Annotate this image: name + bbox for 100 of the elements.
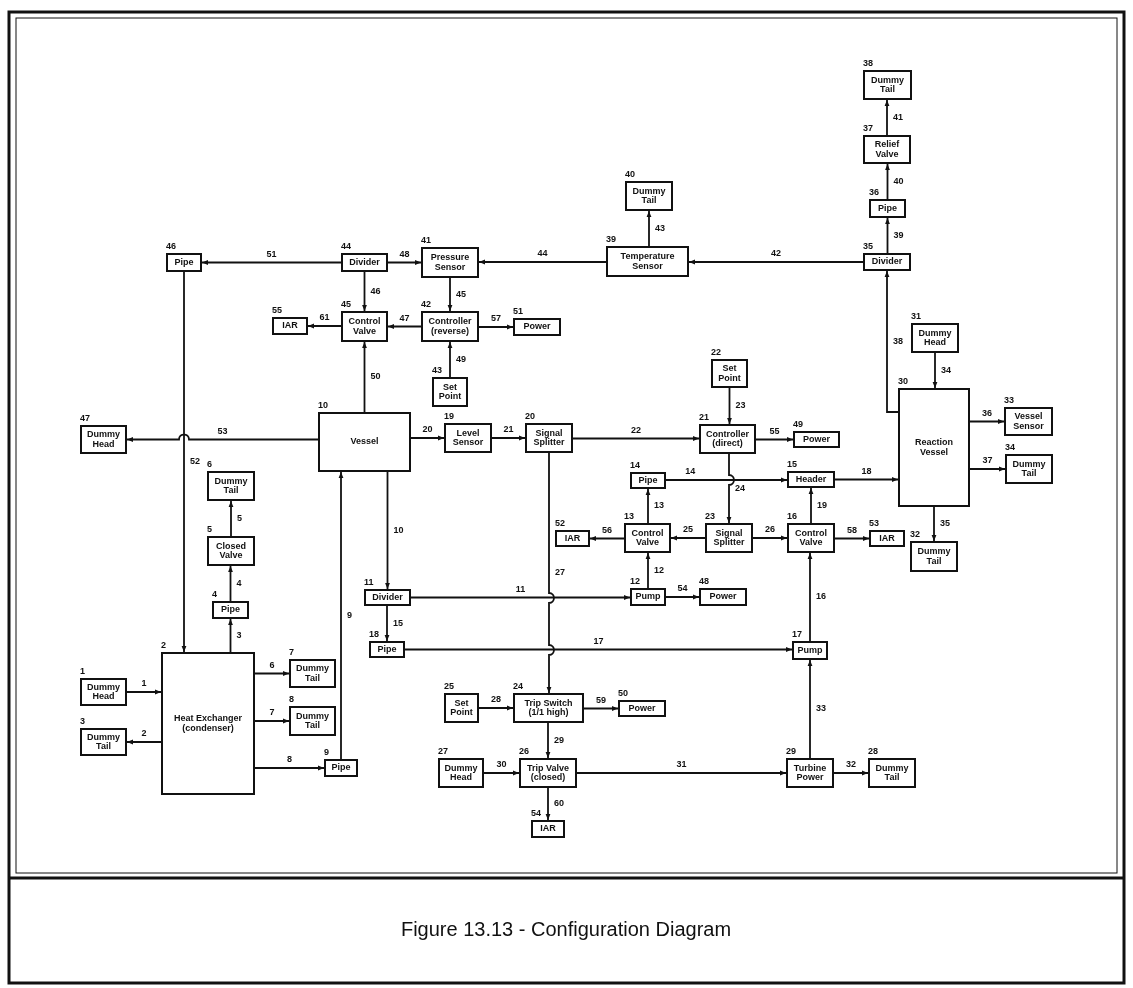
edge-label: 38 bbox=[892, 336, 904, 346]
node-number: 50 bbox=[618, 689, 628, 698]
node-number: 30 bbox=[898, 377, 908, 386]
edge-label: 10 bbox=[392, 525, 405, 535]
node-number: 36 bbox=[869, 188, 879, 197]
connector-arrow bbox=[969, 419, 1005, 424]
component-label: Control Valve bbox=[794, 528, 828, 548]
edge-label: 41 bbox=[892, 112, 904, 122]
node-number: 22 bbox=[711, 348, 721, 357]
edge-label: 32 bbox=[845, 760, 857, 769]
edge-label: 6 bbox=[268, 660, 276, 670]
node-number: 48 bbox=[699, 577, 709, 586]
connector-arrow bbox=[969, 466, 1006, 472]
connector-arrow bbox=[254, 765, 325, 771]
node-number: 7 bbox=[289, 648, 294, 657]
connector-arrow bbox=[362, 341, 367, 413]
edge-label: 53 bbox=[216, 426, 229, 436]
edge-label: 29 bbox=[553, 735, 565, 745]
node-number: 25 bbox=[444, 682, 454, 691]
edge-label: 25 bbox=[682, 525, 694, 534]
edge-label: 60 bbox=[553, 799, 565, 808]
node-number: 6 bbox=[207, 460, 212, 469]
component-label: Relief Valve bbox=[873, 140, 901, 159]
component-label: Set Point bbox=[449, 698, 474, 718]
edge-label: 55 bbox=[768, 426, 781, 436]
edge-label: 59 bbox=[595, 695, 607, 705]
component-label: Dummy Tail bbox=[295, 711, 330, 731]
component-label: Control Valve bbox=[347, 317, 382, 336]
node-number: 28 bbox=[868, 747, 878, 756]
edge-label: 35 bbox=[939, 519, 951, 528]
edge-label: 51 bbox=[265, 249, 278, 259]
node-number: 11 bbox=[364, 578, 374, 587]
connector-arrow bbox=[254, 718, 290, 724]
node-number: 20 bbox=[525, 412, 535, 421]
node-number: 23 bbox=[705, 512, 715, 521]
edge-label: 17 bbox=[592, 636, 605, 646]
edge-label: 34 bbox=[940, 365, 952, 375]
edge-label: 13 bbox=[653, 501, 665, 510]
component-label: Dummy Tail bbox=[870, 75, 905, 95]
node-number: 41 bbox=[421, 236, 431, 245]
node-number: 33 bbox=[1004, 396, 1014, 405]
component-label: Closed Valve bbox=[215, 541, 247, 561]
edge-label: 12 bbox=[653, 565, 665, 575]
node-number: 54 bbox=[531, 809, 541, 818]
node-number: 46 bbox=[166, 242, 176, 251]
connector-arrow bbox=[228, 565, 233, 602]
component-label: Signal Splitter bbox=[712, 528, 746, 548]
component-label: IAR bbox=[879, 533, 895, 544]
node-number: 15 bbox=[787, 460, 797, 469]
node-number: 51 bbox=[513, 307, 523, 316]
node-number: 47 bbox=[80, 414, 90, 423]
edge-label: 16 bbox=[815, 592, 827, 601]
component-label: Dummy Head bbox=[86, 682, 121, 702]
edge-label: 54 bbox=[676, 584, 689, 593]
edge-label: 15 bbox=[392, 618, 404, 628]
edge-label: 18 bbox=[860, 466, 873, 476]
node-number: 43 bbox=[432, 366, 442, 375]
connector-arrow bbox=[387, 260, 422, 265]
node-number: 34 bbox=[1005, 443, 1015, 452]
node-number: 14 bbox=[630, 461, 640, 470]
node-number: 49 bbox=[793, 420, 803, 429]
connector-arrow bbox=[688, 259, 864, 265]
connector-arrow bbox=[201, 260, 342, 265]
component-label: Pipe bbox=[331, 763, 351, 773]
component-label: Divider bbox=[349, 257, 380, 268]
connector-arrow bbox=[307, 323, 342, 329]
edge-label: 21 bbox=[502, 425, 515, 434]
connector-arrow bbox=[834, 477, 899, 482]
connector-arrow bbox=[885, 163, 890, 200]
node-number: 29 bbox=[786, 747, 796, 756]
connector-arrow bbox=[807, 659, 813, 759]
edge-label: 26 bbox=[764, 525, 776, 534]
edge-label: 58 bbox=[846, 525, 858, 535]
connector-arrow bbox=[126, 739, 162, 745]
connector-arrow bbox=[181, 271, 187, 653]
component-label: Dummy Tail bbox=[1011, 459, 1047, 479]
connector-arrow bbox=[834, 536, 870, 541]
component-label: Level Sensor bbox=[451, 428, 485, 448]
connector-arrow bbox=[362, 271, 367, 312]
component-label: Controller (reverse) bbox=[427, 317, 473, 336]
connector-arrow bbox=[833, 770, 869, 776]
node-number: 31 bbox=[911, 312, 921, 321]
connector-arrow bbox=[727, 387, 732, 425]
component-label: IAR bbox=[282, 321, 298, 331]
figure-caption: Figure 13.13 - Configuration Diagram bbox=[400, 918, 732, 941]
component-label: Header bbox=[795, 474, 827, 485]
edge-label: 2 bbox=[140, 729, 148, 738]
component-label: Pump bbox=[797, 645, 823, 656]
component-label: Signal Splitter bbox=[532, 428, 566, 448]
connector-arrow bbox=[478, 259, 607, 265]
node-number: 10 bbox=[318, 401, 328, 410]
connector-arrow bbox=[670, 535, 706, 541]
node-number: 9 bbox=[324, 748, 329, 757]
component-label: Dummy Head bbox=[917, 328, 953, 348]
edge-label: 40 bbox=[892, 176, 905, 186]
connector-arrow bbox=[665, 594, 700, 600]
connector-arrow bbox=[752, 535, 788, 541]
component-label: Pressure Sensor bbox=[429, 253, 471, 272]
component-label: Pump bbox=[635, 592, 661, 602]
edge-label: 49 bbox=[455, 354, 467, 364]
